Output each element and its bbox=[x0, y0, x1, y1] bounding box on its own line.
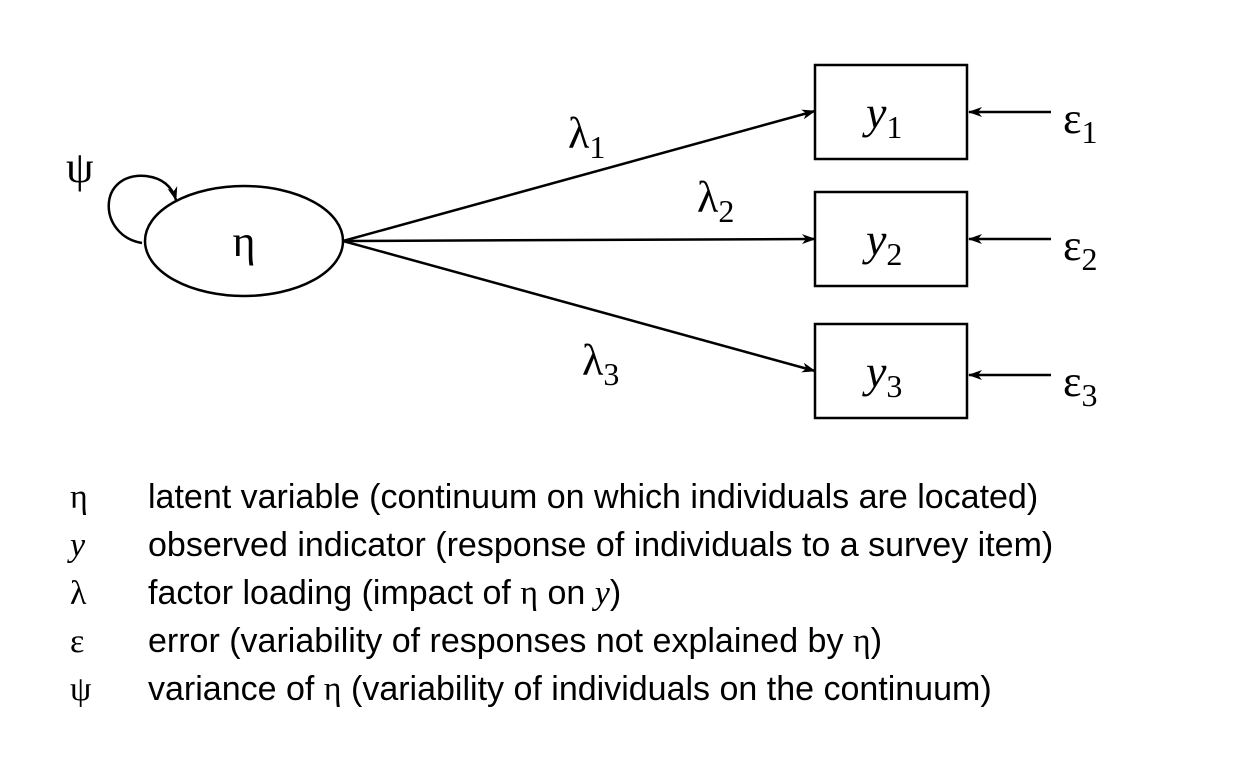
legend-description: factor loading (impact of η on y) bbox=[148, 574, 622, 612]
loading-arrow-3 bbox=[342, 239, 816, 373]
indicator-label-3: y3 bbox=[862, 346, 902, 404]
indicator-label-1: y1 bbox=[862, 87, 902, 145]
legend-symbol: ε bbox=[70, 623, 85, 660]
legend-item-variance: ψ variance of η (variability of individu… bbox=[70, 670, 1053, 718]
error-label-2: ε2 bbox=[1063, 221, 1097, 277]
loading-label-2: λ2 bbox=[697, 173, 734, 229]
legend-symbol: ψ bbox=[70, 671, 92, 708]
legend-symbol: y bbox=[70, 527, 86, 564]
legend-item-indicator: y observed indicator (response of indivi… bbox=[70, 526, 1053, 574]
legend: η latent variable (continuum on which in… bbox=[70, 478, 1053, 718]
legend-description: latent variable (continuum on which indi… bbox=[148, 478, 1039, 516]
indicator-box-2 bbox=[813, 190, 969, 288]
legend-description: error (variability of responses not expl… bbox=[148, 622, 883, 660]
legend-item-error: ε error (variability of responses not ex… bbox=[70, 622, 1053, 670]
indicator-label-2: y2 bbox=[862, 214, 902, 272]
legend-item-latent: η latent variable (continuum on which in… bbox=[70, 478, 1053, 526]
indicator-box-1 bbox=[813, 63, 969, 161]
variance-symbol: ψ bbox=[66, 143, 94, 192]
error-label-3: ε3 bbox=[1063, 357, 1097, 413]
legend-symbol: η bbox=[70, 479, 88, 516]
loading-label-3: λ3 bbox=[582, 336, 619, 392]
latent-variable-symbol: η bbox=[232, 217, 255, 266]
variance-loop-arrow bbox=[107, 174, 178, 245]
loading-label-1: λ1 bbox=[568, 109, 605, 165]
indicator-box-3 bbox=[813, 322, 969, 420]
legend-description: observed indicator (response of individu… bbox=[148, 526, 1054, 564]
loading-arrow-2 bbox=[342, 234, 816, 245]
legend-description: variance of η (variability of individual… bbox=[148, 670, 992, 708]
loading-arrow-1 bbox=[342, 109, 816, 243]
legend-item-loading: λ factor loading (impact of η on y) bbox=[70, 574, 1053, 622]
error-label-1: ε1 bbox=[1063, 94, 1097, 150]
legend-symbol: λ bbox=[70, 575, 87, 612]
